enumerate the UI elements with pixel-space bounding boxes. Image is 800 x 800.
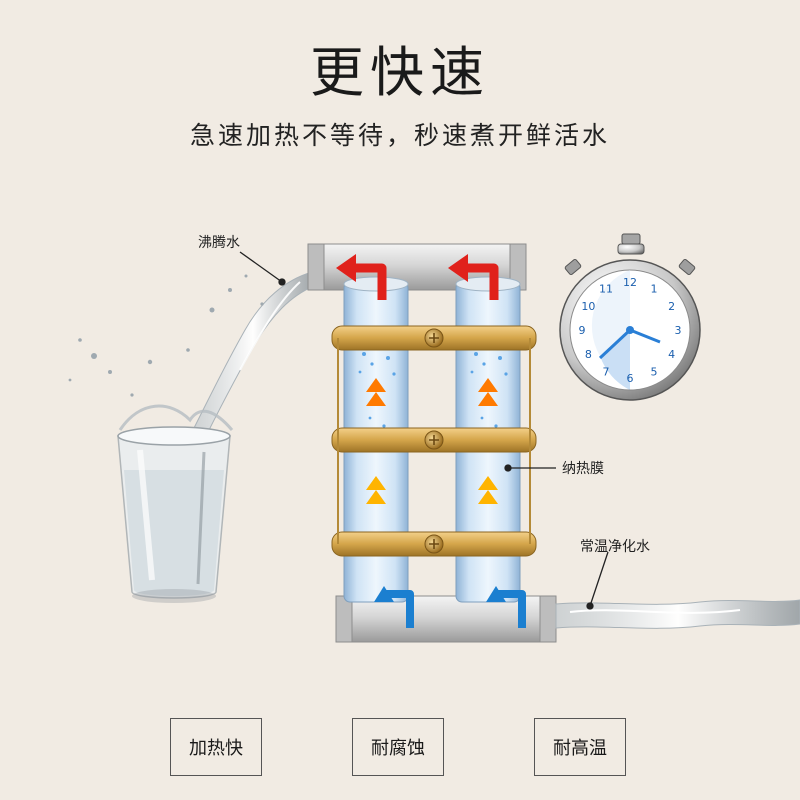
stopwatch-numeral: 11 xyxy=(599,282,613,295)
stopwatch-numeral: 1 xyxy=(651,282,658,295)
heat-chevrons-lower xyxy=(366,476,498,504)
clamp-row-2 xyxy=(331,427,537,453)
feature-corrosion-resistant: 耐腐蚀 xyxy=(352,718,444,776)
hot-water-arrows xyxy=(352,263,499,300)
stopwatch-numeral: 5 xyxy=(651,366,658,379)
feature-fast-heating: 加热快 xyxy=(170,718,262,776)
clamp-row-1 xyxy=(331,325,537,351)
stopwatch-numeral: 9 xyxy=(579,324,586,337)
page-title: 更快速 xyxy=(310,41,490,104)
feature-heat-resistant: 耐高温 xyxy=(534,718,626,776)
stopwatch-numeral: 10 xyxy=(581,300,595,313)
stopwatch-numeral: 3 xyxy=(675,324,682,337)
water-glass xyxy=(117,404,234,603)
stopwatch-numeral: 2 xyxy=(668,300,675,313)
heat-chevrons-upper xyxy=(366,378,498,406)
stopwatch-numeral: 4 xyxy=(668,348,675,361)
clamp-row-3 xyxy=(331,531,537,557)
callout-nano-film: 纳热膜 xyxy=(562,461,604,477)
water-splash-drops xyxy=(68,274,264,397)
stopwatch-numeral: 7 xyxy=(603,366,610,379)
callout-room-temp-water: 常温净化水 xyxy=(580,539,650,555)
stopwatch-numeral: 12 xyxy=(623,276,637,289)
callout-lines xyxy=(239,251,609,610)
heating-bubbles xyxy=(358,346,508,428)
page-subtitle: 急速加热不等待，秒速煮开鲜活水 xyxy=(189,121,610,150)
stopwatch-numeral: 6 xyxy=(627,372,634,385)
stopwatch-numeral: 8 xyxy=(585,348,592,361)
callout-boiling-water: 沸腾水 xyxy=(198,235,240,251)
inlet-water-stream xyxy=(555,599,800,629)
brass-clamps xyxy=(331,325,537,557)
cold-water-arrows xyxy=(386,590,526,628)
